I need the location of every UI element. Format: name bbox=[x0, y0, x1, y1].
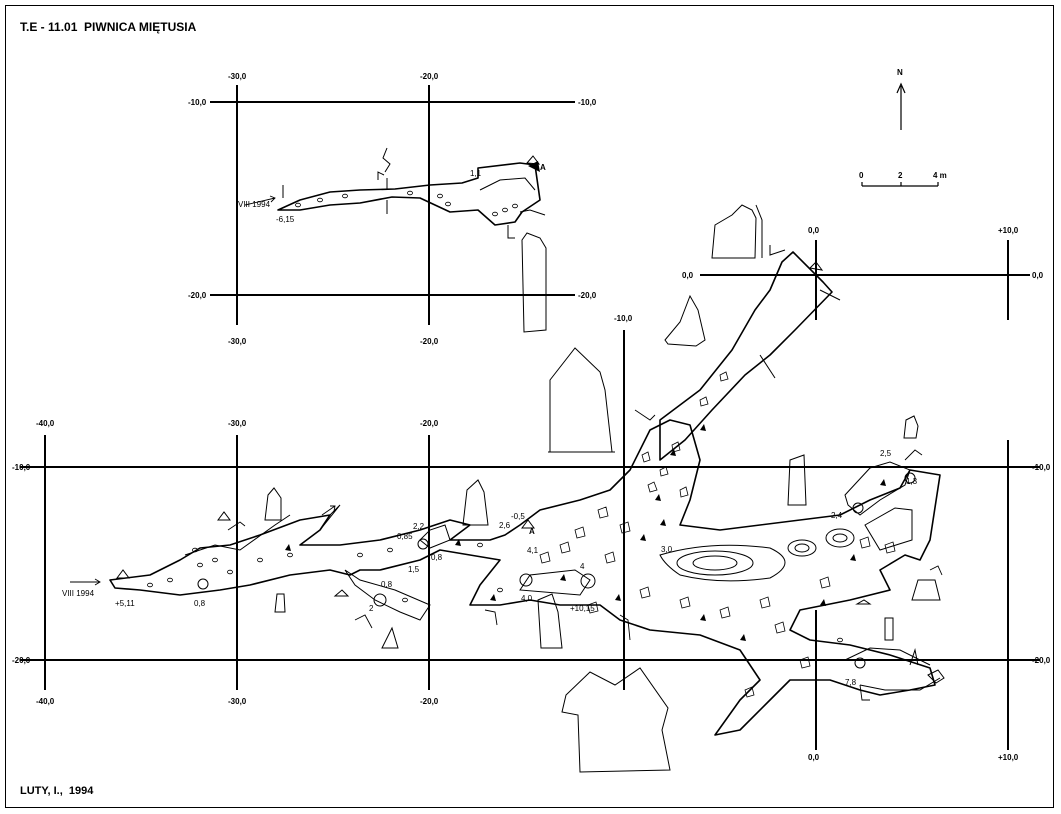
main-x-label: -30,0 bbox=[228, 697, 247, 706]
upper-y-label: -10,0 bbox=[188, 98, 207, 107]
height-annotation: 0,8 bbox=[381, 580, 393, 589]
depth-annotation: +10,15 bbox=[570, 604, 595, 613]
upper-y-label: -10,0 bbox=[578, 98, 597, 107]
slope-markers bbox=[285, 424, 886, 641]
main-depth-annotation: +5,11 bbox=[115, 599, 135, 608]
height-annotation: 0,8 bbox=[194, 599, 206, 608]
main-y-label: -10,0 bbox=[12, 463, 31, 472]
height-annotation: 7,8 bbox=[845, 678, 857, 687]
north-label: N bbox=[897, 68, 903, 77]
scale-label: 0 bbox=[859, 171, 864, 180]
right-y-label: 0,0 bbox=[1032, 271, 1044, 280]
station-label: A bbox=[540, 163, 546, 172]
height-annotation: -0,5 bbox=[511, 512, 525, 521]
upper-x-label: -20,0 bbox=[420, 337, 439, 346]
scale-bar: 0 2 4 m bbox=[859, 171, 947, 187]
height-annotation: 2 bbox=[369, 604, 374, 613]
station-label: A bbox=[529, 527, 535, 536]
right-y-label: 0,0 bbox=[682, 271, 694, 280]
main-x-label: -20,0 bbox=[420, 697, 439, 706]
mid-x-label: -10,0 bbox=[614, 314, 633, 323]
height-annotation: 2,5 bbox=[880, 449, 892, 458]
upper-x-label: -30,0 bbox=[228, 72, 247, 81]
author-credit: LUTY, I., 1994 bbox=[20, 785, 94, 797]
north-arrow: N bbox=[896, 68, 906, 130]
upper-y-label: -20,0 bbox=[188, 291, 207, 300]
upper-y-label: -20,0 bbox=[578, 291, 597, 300]
main-y-label: -10,0 bbox=[1032, 463, 1051, 472]
rock-symbols bbox=[147, 371, 896, 698]
scale-label: 4 m bbox=[933, 171, 947, 180]
main-x-label: -20,0 bbox=[420, 419, 439, 428]
height-annotation: 3,0 bbox=[661, 545, 673, 554]
main-y-label: -20,0 bbox=[12, 656, 31, 665]
upper-grid: -30,0 -20,0 -30,0 -20,0 -10,0 -10,0 -20,… bbox=[188, 72, 597, 346]
cross-sections bbox=[217, 347, 945, 773]
main-x-label: +10,0 bbox=[998, 753, 1019, 762]
main-date-annotation: VIII 1994 bbox=[62, 589, 95, 598]
main-x-label: -30,0 bbox=[228, 419, 247, 428]
height-annotation: 0,85 bbox=[397, 532, 413, 541]
height-annotation: 2,4 bbox=[831, 511, 843, 520]
scale-label: 2 bbox=[898, 171, 903, 180]
height-annotation: 0,8 bbox=[431, 553, 443, 562]
map-title: T.E - 11.01 PIWNICA MIĘTUSIA bbox=[20, 20, 197, 34]
height-annotation: 2,2 bbox=[413, 522, 425, 531]
drawing-frame bbox=[5, 5, 1054, 808]
upper-cave-passage: A bbox=[277, 147, 547, 333]
height-annotation: 1,5 bbox=[408, 565, 420, 574]
main-x-label: 0,0 bbox=[808, 753, 820, 762]
right-x-label: +10,0 bbox=[998, 226, 1019, 235]
main-x-label: -40,0 bbox=[36, 419, 55, 428]
height-annotation: 4 bbox=[580, 562, 585, 571]
upper-date-annotation: VIII 1994 bbox=[238, 200, 271, 209]
right-x-label: 0,0 bbox=[808, 226, 820, 235]
main-grid: -40,0 -30,0 -20,0 -10,0 -40,0 -30,0 -20,… bbox=[12, 314, 1051, 762]
height-annotation: 4,0 bbox=[521, 594, 533, 603]
upper-height-annotation: 1,1 bbox=[470, 169, 482, 178]
upper-x-label: -20,0 bbox=[420, 72, 439, 81]
right-grid: 0,0 +10,0 0,0 0,0 bbox=[682, 226, 1044, 320]
entrance-passage bbox=[659, 204, 841, 461]
upper-depth-annotation: -6,15 bbox=[276, 215, 295, 224]
height-annotation: 1,3 bbox=[906, 477, 918, 486]
height-annotation: 4,1 bbox=[527, 546, 539, 555]
height-annotation: 2,6 bbox=[499, 521, 511, 530]
main-x-label: -40,0 bbox=[36, 697, 55, 706]
passage-arrows bbox=[70, 195, 943, 701]
main-y-label: -20,0 bbox=[1032, 656, 1051, 665]
upper-x-label: -30,0 bbox=[228, 337, 247, 346]
